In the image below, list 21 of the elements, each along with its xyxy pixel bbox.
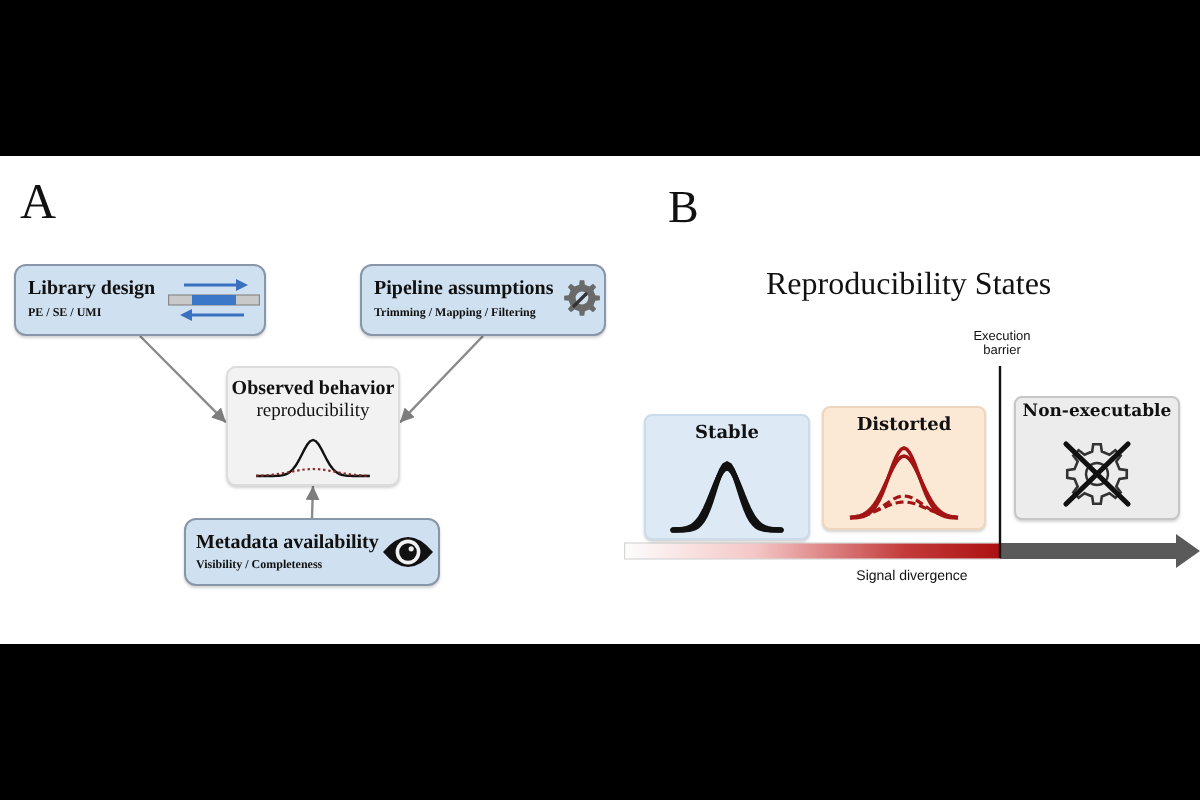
panel-letter: B: [668, 182, 699, 235]
factor-box: [14, 264, 266, 336]
arrow: [305, 485, 320, 519]
state-box: [644, 414, 810, 540]
result-box: [226, 366, 400, 486]
box-title: Observed behavior: [231, 378, 395, 401]
box-title: Library design: [28, 278, 156, 301]
panel-letter: A: [20, 176, 57, 234]
box-subtitle: reproducibility: [256, 402, 370, 424]
box-title: Metadata availability: [196, 532, 379, 555]
arrow: [139, 335, 227, 424]
state-box: [822, 406, 986, 530]
state-box: [1014, 396, 1180, 520]
box-title: Non-executable: [1022, 404, 1172, 424]
box-title: Pipeline assumptions: [374, 278, 554, 301]
factor-box: [360, 264, 606, 336]
box-title: Stable: [695, 424, 759, 445]
box-title: Distorted: [856, 416, 952, 437]
panel-heading: Reproducibility States: [766, 268, 1052, 305]
arrow: [399, 335, 484, 424]
factor-box: [184, 518, 440, 586]
